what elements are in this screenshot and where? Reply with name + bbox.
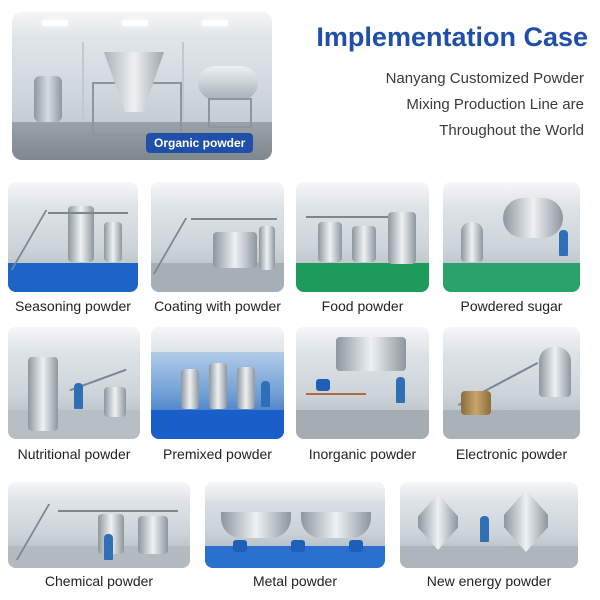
case-photo-premixed-powder	[151, 327, 284, 439]
case-label-electronic-powder: Electronic powder	[455, 446, 568, 462]
tile-floor	[443, 263, 580, 292]
tile-machine	[352, 226, 376, 262]
case-label-powdered-sugar: Powdered sugar	[460, 298, 563, 314]
tile-mixer	[221, 512, 291, 538]
tile-machine	[237, 367, 255, 409]
ceiling-lamp	[122, 20, 148, 26]
hero-tank	[34, 76, 62, 122]
tile-machine	[213, 232, 257, 268]
tile-ceiling	[296, 182, 429, 207]
tile-rail	[58, 510, 178, 512]
case-photo-coating-with-powder	[151, 182, 284, 292]
tile-motor	[233, 540, 247, 552]
case-label-metal-powder: Metal powder	[252, 573, 338, 589]
case-photo-nutritional-powder	[8, 327, 140, 439]
tile-motor	[349, 540, 363, 552]
subtitle-line: Nanyang Customized Powder	[385, 70, 584, 87]
tile-ceiling	[205, 482, 385, 501]
tile-ceiling	[151, 327, 284, 352]
hero-ceiling	[12, 12, 272, 40]
case-photo-electronic-powder	[443, 327, 580, 439]
tile-worker	[396, 377, 405, 403]
tile-floor	[296, 263, 429, 292]
tile-worker	[559, 230, 568, 256]
tile-ceiling	[8, 482, 190, 501]
tile-machine	[68, 206, 94, 262]
hero-mixer-drum	[198, 66, 258, 100]
tile-machine	[336, 337, 406, 371]
tile-double-cone-mixer	[418, 494, 458, 550]
case-label-chemical-powder: Chemical powder	[44, 573, 154, 589]
tile-motor	[291, 540, 305, 552]
subtitle-line: Mixing Production Line are	[406, 96, 584, 113]
tile-machine	[104, 387, 126, 417]
tile-floor	[151, 409, 284, 439]
case-photo-chemical-powder	[8, 482, 190, 568]
case-photo-metal-powder	[205, 482, 385, 568]
tile-frame	[306, 393, 366, 395]
case-label-new-energy-powder: New energy powder	[426, 573, 552, 589]
tile-motor	[316, 379, 330, 391]
case-label-nutritional-powder: Nutritional powder	[17, 446, 131, 462]
case-photo-seasoning-powder	[8, 182, 138, 292]
tile-floor	[296, 409, 429, 439]
tile-worker	[480, 516, 489, 542]
tile-worker	[104, 534, 113, 560]
page-title: Implementation Case	[316, 22, 588, 52]
tile-floor	[205, 545, 385, 568]
tile-machine	[503, 198, 563, 238]
tile-machine	[461, 391, 491, 415]
tile-machine	[181, 369, 199, 409]
tile-floor	[400, 545, 578, 568]
tile-machine	[461, 222, 483, 262]
wall-panel	[182, 42, 184, 122]
case-label-premixed-powder: Premixed powder	[163, 446, 272, 462]
case-label-coating-with-powder: Coating with powder	[154, 298, 281, 314]
hero-label: Organic powder	[146, 133, 254, 153]
tile-rail	[306, 216, 416, 218]
subtitle-line: Throughout the World	[439, 122, 584, 139]
case-photo-inorganic-powder	[296, 327, 429, 439]
tile-rail	[48, 212, 128, 214]
tile-machine	[104, 222, 122, 262]
case-photo-food-powder	[296, 182, 429, 292]
tile-machine	[259, 226, 275, 270]
case-label-inorganic-powder: Inorganic powder	[308, 446, 417, 462]
tile-mixer	[301, 512, 371, 538]
tile-machine	[318, 222, 342, 262]
tile-machine	[539, 347, 571, 397]
tile-ceiling	[8, 182, 138, 207]
wall-panel	[82, 42, 84, 122]
tile-worker	[261, 381, 270, 407]
case-label-seasoning-powder: Seasoning powder	[15, 298, 131, 314]
tile-ceiling	[151, 182, 284, 207]
tile-floor	[8, 263, 138, 292]
case-label-food-powder: Food powder	[321, 298, 404, 314]
ceiling-lamp	[42, 20, 68, 26]
tile-ceiling	[8, 327, 140, 352]
tile-machine	[28, 357, 58, 431]
case-photo-powdered-sugar	[443, 182, 580, 292]
hero-drum-stand	[208, 98, 252, 128]
tile-machine	[388, 212, 416, 264]
tile-machine	[138, 516, 168, 554]
tile-worker	[74, 383, 83, 409]
tile-rail	[191, 218, 277, 220]
tile-ceiling	[400, 482, 578, 501]
ceiling-lamp	[202, 20, 228, 26]
case-photo-new-energy-powder	[400, 482, 578, 568]
tile-machine	[209, 363, 227, 409]
